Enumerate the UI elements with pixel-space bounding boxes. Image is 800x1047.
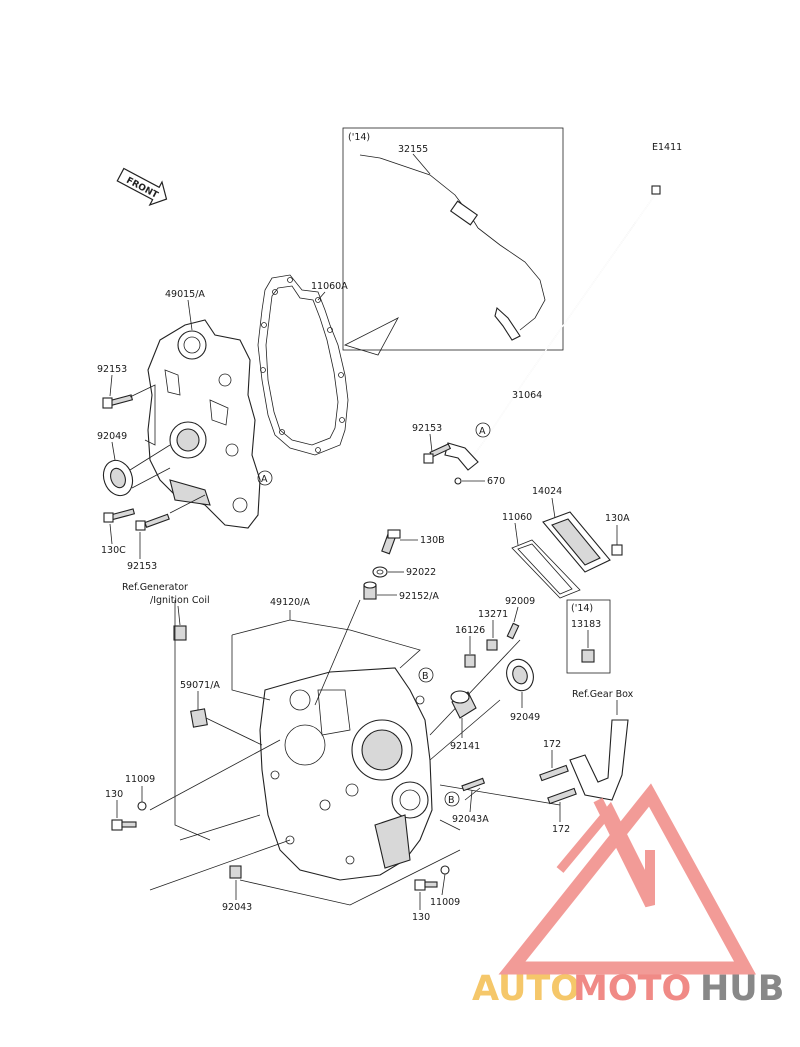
callout-b-2-label: B <box>448 795 455 806</box>
pin-92043 <box>229 865 242 879</box>
watermark-auto: AUTO <box>472 969 580 1009</box>
label-13271: 13271 <box>478 609 508 620</box>
callout-b-1-label: B <box>422 671 429 682</box>
label-172-b: 172 <box>552 824 570 835</box>
label-59071A: 59071/A <box>180 680 220 691</box>
bolt-92153-a <box>102 394 134 409</box>
bolt-130-b <box>414 879 438 891</box>
bolt-130B <box>381 529 401 555</box>
label-92153-b: 92153 <box>127 561 157 572</box>
label-11060A: 11060A <box>311 281 348 292</box>
washer-11009-b <box>440 865 450 875</box>
label-92153-c: 92153 <box>412 423 442 434</box>
label-670: 670 <box>487 476 505 487</box>
label-92009: 92009 <box>505 596 535 607</box>
cap-13183 <box>581 649 595 663</box>
label-11009-a: 11009 <box>125 774 155 785</box>
callout-a-2 <box>257 470 273 486</box>
gasket-11060 <box>511 539 581 599</box>
plug-generator <box>173 625 187 641</box>
label-11009-b: 11009 <box>430 897 460 908</box>
seal-92049-a <box>102 459 134 497</box>
inset-year-label: ('14) <box>348 132 370 143</box>
callout-b-2 <box>444 791 460 807</box>
callout-b-1 <box>418 667 434 683</box>
label-130-a: 130 <box>105 789 123 800</box>
watermark-logo <box>498 783 756 975</box>
front-cover-49015A <box>147 319 261 529</box>
watermark-text: AUTO MOTO HUB <box>472 969 784 1009</box>
bolt-130-a <box>111 819 137 831</box>
label-92152A: 92152/A <box>399 591 439 602</box>
label-16126: 16126 <box>455 625 485 636</box>
bolt-92153-b <box>135 513 170 531</box>
callout-a-1-label: A <box>479 426 486 437</box>
collar-92152A <box>363 581 377 600</box>
inset-year-label-2: ('14) <box>571 603 593 614</box>
bolt-130C <box>103 508 136 523</box>
label-92022: 92022 <box>406 567 436 578</box>
label-92049-b: 92049 <box>510 712 540 723</box>
pin-92043A <box>461 777 486 792</box>
washer-11009-a <box>137 801 147 811</box>
rod-31064 <box>444 185 661 485</box>
label-13183: 13183 <box>571 619 601 630</box>
callout-a-1 <box>475 422 491 438</box>
gasket-11060A <box>257 274 349 456</box>
ref-gearbox-label: Ref.Gear Box <box>572 689 634 700</box>
washer-92022 <box>372 566 388 578</box>
watermark-hub: HUB <box>700 969 784 1009</box>
guide-lines-crankcase <box>149 599 561 906</box>
stud-172-b <box>547 787 577 805</box>
bolt-92153-c <box>423 443 452 464</box>
seal-92049-b <box>506 658 534 692</box>
cover-plate-14024 <box>542 511 611 573</box>
label-172-a: 172 <box>543 739 561 750</box>
diagram-code: E1411 <box>652 142 682 153</box>
label-92049-a: 92049 <box>97 431 127 442</box>
crankcase-49120A <box>259 667 433 881</box>
pin-16126 <box>464 654 476 668</box>
guide-lines-top <box>343 317 399 356</box>
front-arrow-icon: FRONT <box>116 167 168 207</box>
cap-13271 <box>486 639 498 651</box>
cable-32155 <box>359 154 546 341</box>
bolt-92009 <box>506 622 520 640</box>
label-130B: 130B <box>420 535 445 546</box>
watermark-moto: MOTO <box>573 969 691 1009</box>
label-31064: 31064 <box>512 390 542 401</box>
inset-box-13183 <box>566 599 611 674</box>
inset-box-32155 <box>342 127 564 351</box>
label-130C: 130C <box>101 545 126 556</box>
stud-172-a <box>539 764 569 782</box>
label-92141: 92141 <box>450 741 480 752</box>
label-14024: 14024 <box>532 486 562 497</box>
label-92153-a: 92153 <box>97 364 127 375</box>
label-32155: 32155 <box>398 144 428 155</box>
label-49120A: 49120/A <box>270 597 310 608</box>
sensor-59071A <box>190 708 263 746</box>
ref-ignition-label: /Ignition Coil <box>150 595 210 606</box>
label-92043A: 92043A <box>452 814 489 825</box>
label-130-b: 130 <box>412 912 430 923</box>
label-130A: 130A <box>605 513 630 524</box>
bracket-gearbox <box>569 719 629 801</box>
label-11060: 11060 <box>502 512 532 523</box>
ref-generator-label: Ref.Generator <box>122 582 188 593</box>
label-92043: 92043 <box>222 902 252 913</box>
label-49015A: 49015/A <box>165 289 205 300</box>
bushing-92141 <box>450 690 477 719</box>
callout-a-2-label: A <box>261 474 268 485</box>
bolt-130A <box>611 525 623 556</box>
